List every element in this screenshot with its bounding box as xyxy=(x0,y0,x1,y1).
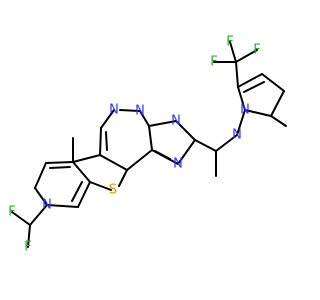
bond-layer xyxy=(11,41,287,248)
pyrimidine-nitrogen-label: N xyxy=(109,103,119,118)
bridgehead-nitrogen-label: N xyxy=(135,104,145,119)
molecule-drawing: N S N N N N N N F F F F F xyxy=(8,35,287,255)
pyrazole-nitrogen-1-label: N xyxy=(232,128,242,143)
chf2-fluorine-a-label: F xyxy=(8,205,15,220)
chf2-fluorine-b-label: F xyxy=(24,240,31,255)
structure-canvas: N S N N N N N N F F F F F xyxy=(8,35,287,255)
triazole-nitrogen-lower-label: N xyxy=(173,157,183,172)
cf3-fluorine-top-label: F xyxy=(226,35,233,50)
triazole-nitrogen-upper-label: N xyxy=(171,114,181,129)
pyrazole-nitrogen-2-label: N xyxy=(240,103,250,118)
cf3-fluorine-left-label: F xyxy=(210,55,217,70)
sulfur-label: S xyxy=(109,183,117,198)
cf3-fluorine-right-label: F xyxy=(253,43,260,58)
pyridine-nitrogen-label: N xyxy=(42,198,52,213)
atom-label-layer: N S N N N N N N F F F F F xyxy=(8,35,260,255)
